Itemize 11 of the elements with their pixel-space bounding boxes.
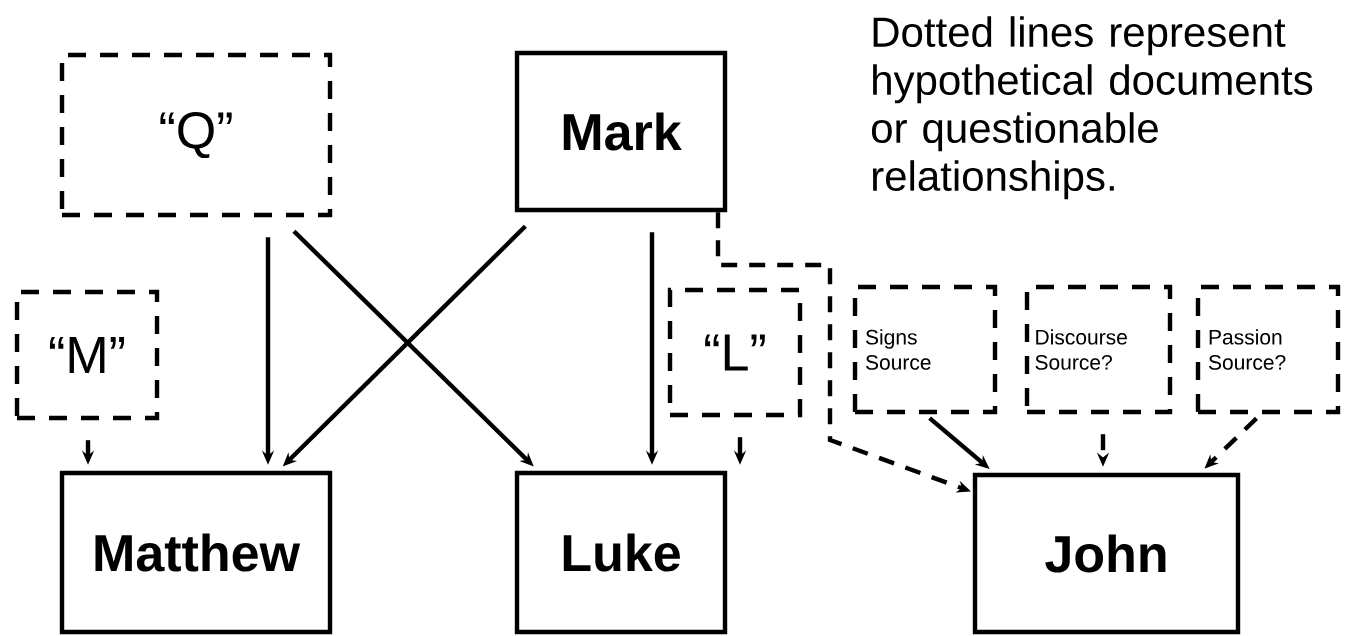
hypothetical-source-box: Discourse Source? [1024,284,1173,415]
document-box: John [972,472,1241,635]
hypothetical-source-box: “Q” [59,52,333,218]
hypothetical-source-box: “L” [667,287,803,418]
document-box: Mark [514,50,728,213]
document-box: Matthew [59,470,333,635]
document-box: Luke [514,470,728,635]
note-text: Dotted lines represent hypothetical documents or questionable relationships. [871,16,1313,200]
hypothetical-source-box: “M” [14,289,160,421]
hypothetical-source-box: Passion Source? [1195,284,1341,415]
hypothetical-source-box: Signs Source [852,284,998,415]
